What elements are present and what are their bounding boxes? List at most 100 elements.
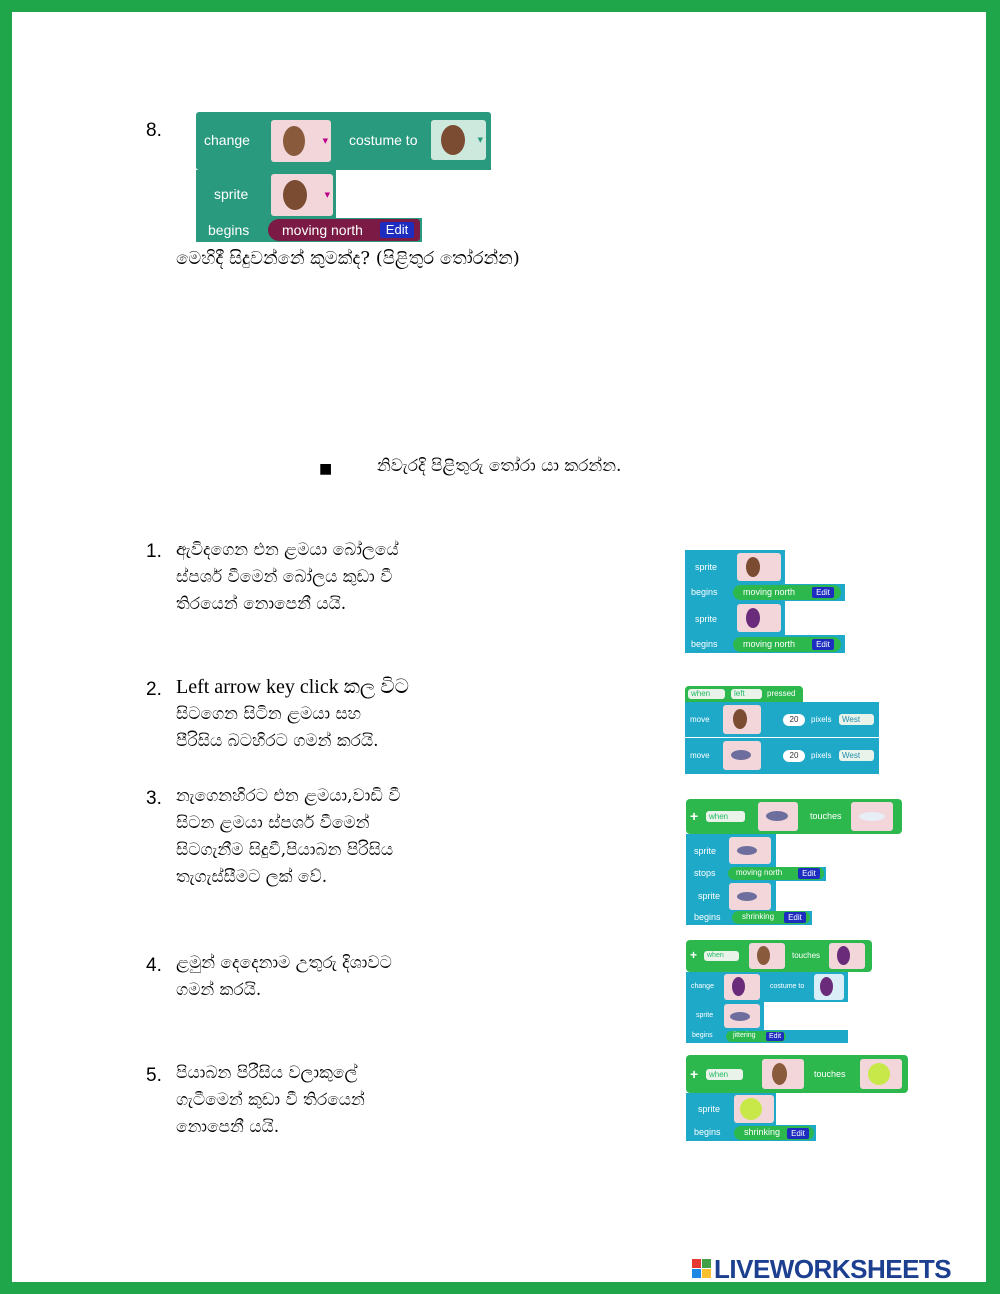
- move-keyword: move: [690, 715, 710, 724]
- cloud-sprite-icon: [859, 812, 885, 821]
- ball-sprite-icon: [740, 1098, 762, 1120]
- sprite-slot[interactable]: [737, 604, 781, 632]
- move-keyword: move: [690, 751, 710, 760]
- sprite-keyword: sprite: [214, 186, 249, 202]
- girl-sprite-icon: [283, 126, 305, 156]
- item-number-1: 1.: [146, 541, 162, 562]
- sprite-slot[interactable]: [762, 1059, 804, 1089]
- girl-sprite-icon: [837, 946, 850, 965]
- boy-sprite-icon: [772, 1063, 787, 1085]
- sprite-slot[interactable]: [723, 741, 761, 770]
- question-prompt: මෙහිදී සිදුවන්නේ කුමක්ද? (පිළිතුර තෝරන්න…: [176, 248, 520, 269]
- item-line: සිටගෙන සිටින ළමයා සහ: [176, 704, 362, 724]
- sprite-slot[interactable]: [737, 553, 781, 581]
- item-line: පියාබන පිරීසිය වලාකුලේ: [176, 1063, 358, 1083]
- sprite-slot-1[interactable]: ▼: [271, 120, 331, 162]
- option-block-e[interactable]: + when touches sprite begins shrinking E…: [686, 1055, 908, 1143]
- item-line: ගමන් කරයි.: [176, 980, 262, 1000]
- item-line: සිටන ළමයා ස්පර්ශ වීමෙන්: [176, 813, 370, 833]
- chevron-down-icon: ▼: [477, 136, 483, 144]
- touches-keyword: touches: [814, 1069, 846, 1079]
- change-keyword: change: [691, 983, 714, 990]
- costume-slot[interactable]: [814, 974, 844, 1000]
- sprite-slot[interactable]: [758, 802, 798, 831]
- logo-square-icon: [692, 1259, 701, 1268]
- girl-sprite-icon: [746, 608, 760, 628]
- pressed-keyword: pressed: [767, 689, 796, 698]
- behavior-label: jittering: [733, 1032, 756, 1039]
- sprite-slot-2[interactable]: ▼: [271, 174, 333, 216]
- edit-button[interactable]: Edit: [380, 222, 414, 238]
- item-line: ගැටීමෙන් කුඩා වී තිරයෙන්: [176, 1090, 365, 1110]
- item-number-5: 5.: [146, 1065, 162, 1086]
- behavior-label: shrinking: [742, 912, 775, 921]
- logo-square-icon: [702, 1269, 711, 1278]
- edit-button[interactable]: Edit: [812, 587, 834, 598]
- plus-icon[interactable]: +: [690, 948, 698, 962]
- pixels-input[interactable]: 20: [783, 750, 805, 762]
- ball-sprite-icon: [868, 1063, 890, 1085]
- begins-keyword: begins: [692, 1032, 713, 1039]
- sprite-slot[interactable]: [729, 883, 771, 910]
- sprite-keyword: sprite: [698, 1104, 721, 1114]
- sprite-keyword: sprite: [694, 846, 717, 856]
- sprite-keyword: sprite: [695, 614, 718, 624]
- plus-icon[interactable]: +: [690, 1066, 699, 1082]
- edit-button[interactable]: Edit: [798, 868, 820, 879]
- key-dropdown[interactable]: left: [731, 689, 762, 699]
- sprite-keyword: sprite: [696, 1012, 714, 1019]
- when-dropdown[interactable]: when: [706, 811, 745, 822]
- behavior-label: shrinking: [744, 1127, 781, 1137]
- edit-button[interactable]: Edit: [766, 1032, 784, 1041]
- direction-dropdown[interactable]: West: [839, 714, 874, 725]
- sprite-slot[interactable]: [723, 705, 761, 734]
- pixels-keyword: pixels: [811, 751, 832, 760]
- behavior-label: moving north: [736, 868, 783, 877]
- ufo-sprite-icon: [737, 846, 757, 855]
- when-dropdown[interactable]: when: [688, 689, 725, 699]
- boy-sprite-icon: [733, 709, 747, 729]
- change-keyword: change: [204, 132, 250, 148]
- edit-button[interactable]: Edit: [787, 1128, 809, 1139]
- begins-keyword: begins: [694, 1127, 721, 1137]
- sprite-slot[interactable]: [729, 837, 771, 864]
- sprite-slot[interactable]: [734, 1095, 774, 1123]
- option-block-d[interactable]: + when touches change costume to sprite …: [686, 940, 872, 1044]
- when-dropdown[interactable]: when: [704, 951, 739, 961]
- logo-square-icon: [692, 1269, 701, 1278]
- bullet-icon: ■: [319, 461, 333, 477]
- sprite-slot[interactable]: [829, 943, 865, 969]
- liveworksheets-logo[interactable]: LIVEWORKSHEETS: [692, 1254, 988, 1284]
- sprite-slot[interactable]: [724, 1004, 760, 1028]
- question-code-block: change ▼ costume to ▼ sprite ▼ begins mo…: [196, 112, 492, 242]
- option-block-c[interactable]: + when touches sprite stops moving north…: [686, 799, 902, 926]
- sprite-slot[interactable]: [851, 802, 893, 831]
- ufo-sprite-icon: [737, 892, 757, 901]
- sprite-slot[interactable]: [749, 943, 785, 969]
- item-line: තැගැස්සීමට ලක් වේ.: [176, 867, 328, 887]
- item-line: ළමුන් දෙදෙනාම උතුරු දිශාවට: [176, 953, 392, 973]
- costume-slot[interactable]: ▼: [431, 120, 486, 160]
- item-text-5: පියාබන පිරීසිය වලාකුලේ ගැටීමෙන් කුඩා වී …: [176, 1060, 365, 1141]
- stops-keyword: stops: [694, 868, 716, 878]
- bear-sprite-icon: [746, 557, 760, 577]
- begins-keyword: begins: [691, 587, 718, 597]
- pixels-input[interactable]: 20: [783, 714, 805, 726]
- question-number: 8.: [146, 120, 162, 141]
- item-text-1: ඇවිදගෙන එන ළමයා බෝලයේ ස්පර්ශ වීමෙන් බෝලය…: [176, 537, 399, 618]
- boy-sprite-icon: [757, 946, 770, 965]
- sprite-slot[interactable]: [724, 974, 760, 1000]
- item-line: තිරයෙන් නොපෙනී යයි.: [176, 594, 347, 614]
- item-text-2: Left arrow key click කල විට සිටගෙන සිටින…: [176, 674, 409, 755]
- option-block-a[interactable]: sprite begins moving north Edit sprite b…: [685, 550, 855, 656]
- item-line: Left arrow key click කල විට: [176, 676, 409, 698]
- edit-button[interactable]: Edit: [784, 912, 806, 923]
- when-dropdown[interactable]: when: [706, 1069, 743, 1080]
- direction-dropdown[interactable]: West: [839, 750, 874, 761]
- edit-button[interactable]: Edit: [812, 639, 834, 650]
- chevron-down-icon: ▼: [322, 136, 328, 145]
- bear-sprite-icon: [283, 180, 307, 210]
- option-block-b[interactable]: when left pressed move 20 pixels West mo…: [685, 686, 880, 774]
- plus-icon[interactable]: +: [690, 808, 699, 824]
- sprite-slot[interactable]: [860, 1059, 902, 1089]
